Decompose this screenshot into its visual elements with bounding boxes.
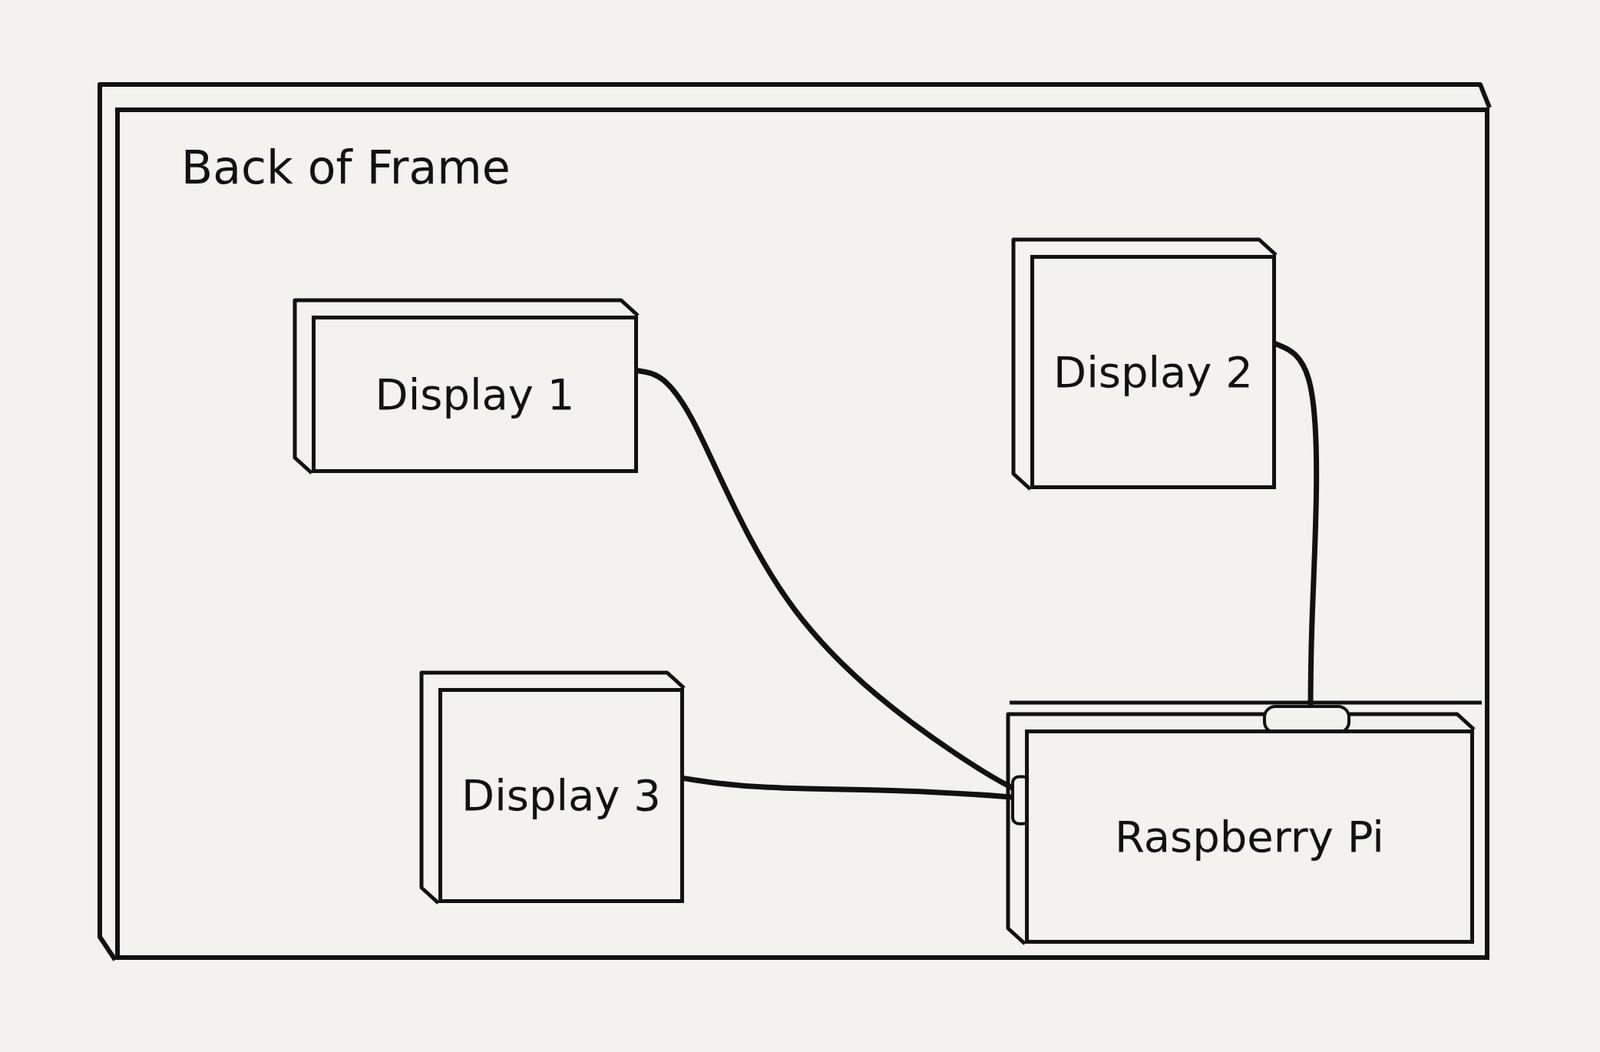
cable [638, 370, 1025, 794]
top-port [1264, 706, 1349, 733]
box-label: Display 2 [1053, 346, 1253, 398]
box-label: Display 1 [375, 368, 576, 420]
box-label: Display 3 [461, 769, 662, 821]
box-side [1013, 239, 1277, 490]
cable [684, 778, 1025, 799]
box-side [294, 300, 639, 473]
display-box: Display 3 [438, 687, 685, 903]
frame-outline: Back of FrameDisplay 1 Display 2 Display 3… [115, 107, 1490, 960]
pi-ledge [1009, 700, 1482, 705]
computer-box: Raspberry Pi [1024, 729, 1475, 944]
box-label: Raspberry Pi [1114, 810, 1385, 863]
display-box: Display 2 [1030, 254, 1277, 490]
box-side [99, 84, 1490, 960]
box-depth [99, 84, 1490, 960]
frame-title: Back of Frame [181, 139, 511, 196]
box-side [421, 672, 685, 903]
box-side [1008, 714, 1475, 944]
display-box: Display 1 [311, 315, 639, 473]
cable [1276, 343, 1317, 730]
